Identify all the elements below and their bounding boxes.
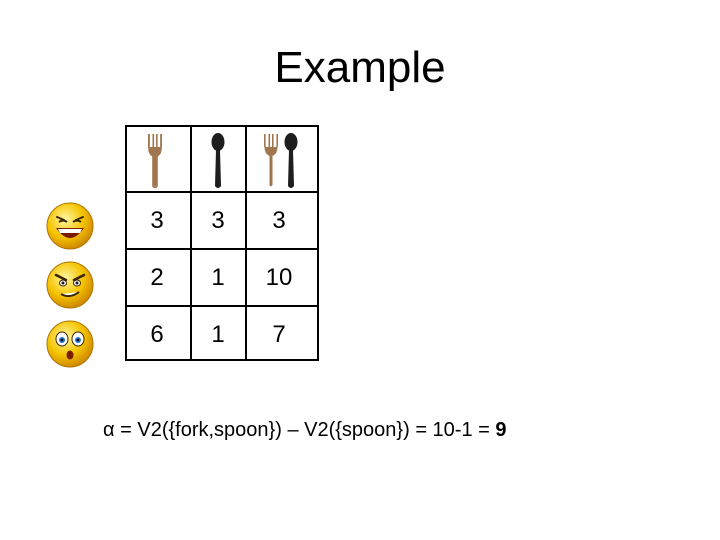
fork-icon — [148, 134, 162, 189]
column-divider — [190, 127, 192, 359]
table-cell: 2 — [150, 264, 164, 291]
table-cell: 10 — [265, 264, 293, 291]
row-divider — [127, 305, 317, 307]
column-header-fork — [127, 131, 183, 191]
table-cell: 1 — [211, 321, 225, 348]
column-divider — [245, 127, 247, 359]
spoon-icon — [284, 133, 298, 188]
header-divider — [127, 191, 317, 193]
table-cell: 7 — [272, 321, 286, 348]
formula-text: α = V2({fork,spoon}) – V2({spoon}) = 10-… — [103, 419, 496, 441]
table-cell: 3 — [272, 207, 286, 234]
column-header-fork-and-spoon — [245, 131, 317, 191]
spoon-icon — [211, 133, 225, 188]
surprised-face-icon — [46, 320, 94, 368]
table-cell: 3 — [150, 207, 164, 234]
fork-icon — [264, 134, 278, 187]
slide-title: Example — [274, 43, 446, 92]
table-cell: 1 — [211, 264, 225, 291]
row-divider — [127, 248, 317, 250]
table-cell: 3 — [211, 207, 225, 234]
angry-face-icon — [46, 261, 94, 309]
value-table: 3 3 3 2 1 10 6 1 7 — [125, 125, 319, 361]
column-header-spoon — [190, 131, 246, 191]
formula-result: 9 — [495, 419, 507, 441]
table-cell: 6 — [150, 321, 164, 348]
formula: α = V2({fork,spoon}) – V2({spoon}) = 10-… — [103, 416, 507, 444]
laughing-face-icon — [46, 202, 94, 250]
